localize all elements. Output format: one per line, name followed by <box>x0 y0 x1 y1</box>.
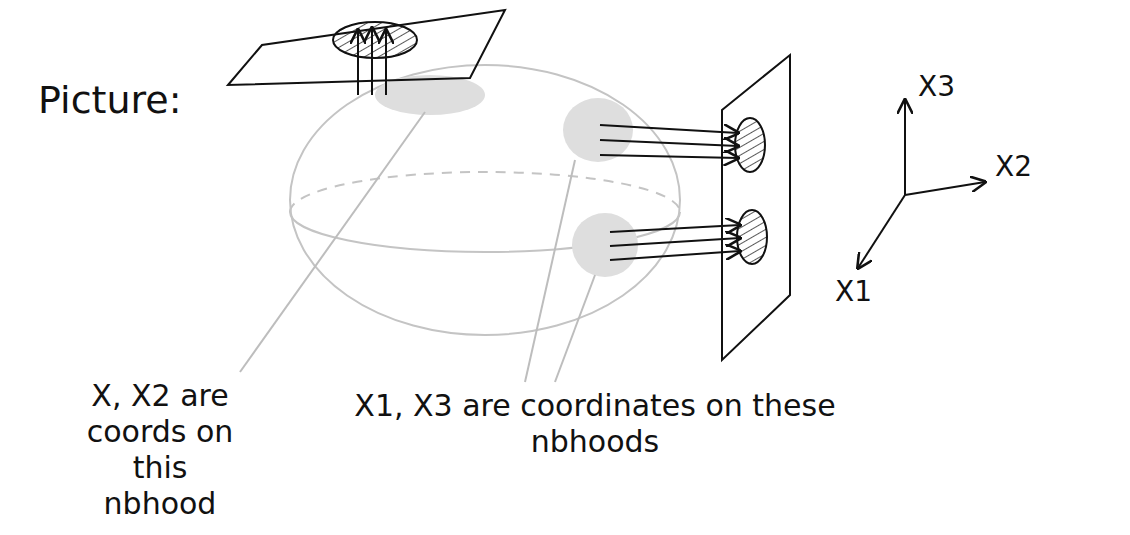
axis-label: X3 <box>918 70 955 104</box>
neighbourhood-patch <box>563 98 633 162</box>
coordinate-plane <box>722 55 790 360</box>
chart-image <box>333 22 417 58</box>
projection-arrows <box>358 28 386 95</box>
projection-arrows <box>600 125 740 260</box>
annotation-label: X, X2 are coords on this nbhood <box>80 378 240 522</box>
coordinate-plane <box>228 10 505 85</box>
heading-label: Picture: <box>38 78 181 124</box>
chart-image <box>735 118 765 172</box>
annotation-label: X1, X3 are coordinates on these nbhoods <box>300 388 890 460</box>
chart-image <box>737 210 767 264</box>
leader-line <box>240 112 595 382</box>
coordinate-axes <box>858 100 985 268</box>
axis-label: X1 <box>835 275 872 309</box>
sphere-outline <box>290 65 680 335</box>
sphere-equator-back <box>290 172 680 212</box>
axis-label: X2 <box>995 150 1032 184</box>
